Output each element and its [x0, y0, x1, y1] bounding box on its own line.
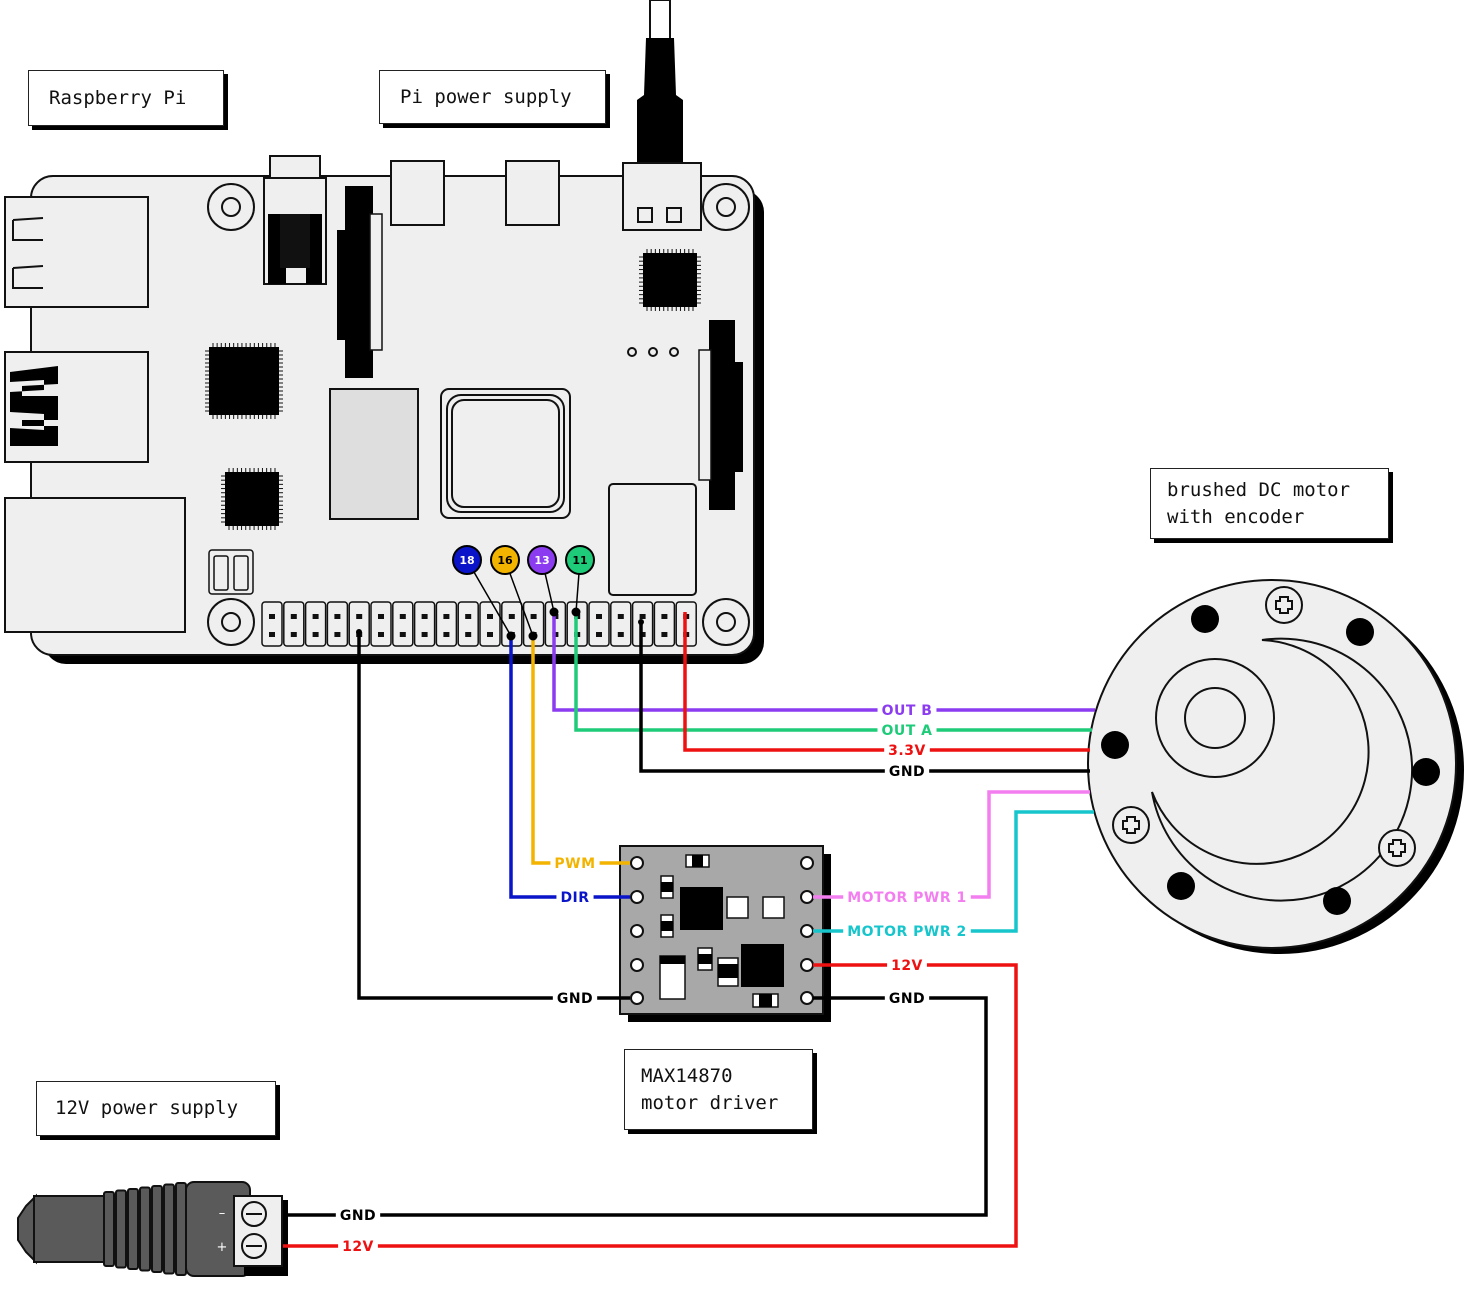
- usb-ports: [4, 196, 149, 463]
- ethernet-port: [4, 497, 186, 633]
- wire-3v3-label: 3.3V: [888, 743, 926, 759]
- wire-dir-label: DIR: [560, 890, 589, 906]
- wire-joints: [356, 607, 644, 641]
- pin-callouts: 18 16 13 11: [452, 545, 595, 575]
- motor-driver-board: [619, 845, 831, 1022]
- brushed-dc-motor: [1087, 579, 1464, 954]
- wire-gnd-supply-label: GND: [340, 1208, 376, 1224]
- wire-gnd-encoder: [639, 622, 1090, 773]
- wire-3v3: [683, 612, 1090, 752]
- wifi-module: [608, 483, 697, 596]
- supply-minus-label: –: [219, 1206, 226, 1221]
- ic-pins: [205, 249, 701, 530]
- poe-header: [208, 549, 254, 595]
- wire-gnd-encoder-label: GND: [889, 764, 925, 780]
- pin-11-label: 11: [572, 554, 587, 567]
- status-leds: [627, 347, 679, 357]
- wire-out-b-label: OUT B: [882, 703, 933, 719]
- supply-plus-label: +: [217, 1240, 228, 1255]
- wire-12v-driver-label: 12V: [891, 958, 923, 974]
- wire-motor-pwr-2: [813, 810, 1094, 933]
- audio-jack: [263, 155, 327, 285]
- wire-12v-supply-label: 12V: [342, 1239, 374, 1255]
- mounting-holes: [207, 183, 750, 646]
- wire-motor-pwr-1-label: MOTOR PWR 1: [847, 890, 967, 906]
- wire-out-a-label: OUT A: [881, 723, 932, 739]
- hdmi-port-2: [505, 160, 560, 226]
- ic-chips: [209, 253, 697, 526]
- raspberry-pi-label: Raspberry Pi: [28, 70, 224, 126]
- motor-screws: [1112, 586, 1416, 867]
- wire-pwm: [531, 636, 630, 865]
- soc: [440, 388, 571, 519]
- pin-18-label: 18: [459, 554, 474, 567]
- motor-driver-label: MAX14870 motor driver: [624, 1049, 813, 1130]
- motor-label: brushed DC motor with encoder: [1150, 468, 1389, 539]
- display-connector: [698, 320, 743, 510]
- ram-chip: [329, 388, 419, 520]
- power-12v-label: 12V power supply: [36, 1081, 276, 1136]
- wire-gnd-driver-label: GND: [889, 991, 925, 1007]
- usb-c-port: [622, 162, 702, 231]
- camera-connector: [337, 186, 383, 378]
- pin-13-label: 13: [534, 554, 549, 567]
- wire-pwm-label: PWM: [554, 856, 595, 872]
- barrel-jack-connector: – +: [17, 1181, 288, 1277]
- pi-power-supply-label: Pi power supply: [379, 70, 606, 124]
- wire-gnd-pi-label: GND: [557, 991, 593, 1007]
- wire-motor-pwr-2-label: MOTOR PWR 2: [847, 924, 967, 940]
- wire-gnd-pi: [357, 632, 630, 1000]
- motor-mount-holes: [1101, 605, 1440, 915]
- pi-power-cable: [637, 0, 683, 165]
- raspberry-pi-board: [4, 155, 764, 664]
- pin-16-label: 16: [497, 554, 513, 567]
- wire-motor-pwr-1: [813, 790, 1090, 899]
- hdmi-port-1: [390, 160, 445, 226]
